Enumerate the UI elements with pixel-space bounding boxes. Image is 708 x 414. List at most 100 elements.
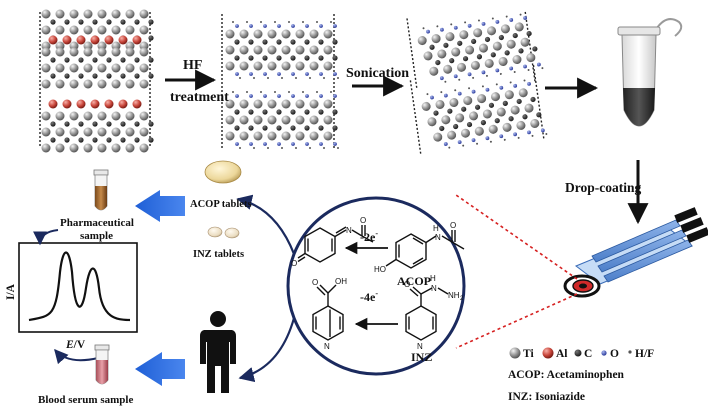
ti-atom bbox=[55, 111, 65, 121]
ti-atom bbox=[295, 61, 305, 71]
c-atom bbox=[64, 57, 70, 63]
contact-3 bbox=[686, 227, 708, 243]
c-atom bbox=[439, 125, 445, 132]
ti-atom bbox=[295, 115, 305, 125]
inz-h: H bbox=[430, 274, 436, 283]
hf-atom bbox=[267, 77, 269, 79]
ti-atom bbox=[97, 9, 107, 19]
hf-atom bbox=[295, 147, 297, 149]
ti-atom bbox=[69, 111, 79, 121]
o-atom bbox=[277, 142, 281, 146]
contact-2 bbox=[680, 217, 704, 233]
hf-atom bbox=[422, 27, 425, 30]
ti-atom bbox=[83, 127, 93, 137]
inz-o: O bbox=[404, 280, 410, 289]
ti-atom bbox=[465, 45, 475, 55]
o-atom bbox=[523, 64, 527, 69]
legend-hf: H/F bbox=[635, 348, 654, 360]
c-atom bbox=[262, 109, 268, 115]
o-atom bbox=[471, 138, 476, 143]
o-atom bbox=[481, 21, 486, 26]
c-atom bbox=[148, 57, 154, 63]
c-atom bbox=[435, 59, 441, 66]
acop-h: H bbox=[433, 224, 439, 233]
o-atom bbox=[536, 62, 541, 67]
ti-atom bbox=[125, 79, 135, 89]
o-atom bbox=[319, 94, 323, 98]
o-atom bbox=[527, 130, 531, 135]
c-atom bbox=[234, 125, 240, 131]
o-atom bbox=[453, 25, 458, 30]
c-atom bbox=[290, 39, 296, 45]
ti-atom bbox=[69, 127, 79, 137]
hf-atom bbox=[281, 147, 283, 149]
ti-atom bbox=[267, 29, 277, 39]
ti-atom bbox=[139, 9, 149, 19]
o-atom bbox=[333, 24, 337, 28]
inz-molecule bbox=[405, 286, 449, 341]
ti-atom bbox=[225, 131, 235, 141]
ti-atom bbox=[225, 29, 235, 39]
ti-atom bbox=[83, 9, 93, 19]
al-atom bbox=[48, 35, 58, 45]
o-atom bbox=[277, 94, 281, 98]
o-atom bbox=[495, 20, 500, 24]
ti-atom bbox=[433, 132, 443, 142]
hf-atom bbox=[337, 147, 339, 149]
hf-atom bbox=[495, 83, 498, 86]
c-atom bbox=[120, 73, 126, 79]
ti-atom bbox=[83, 111, 93, 121]
treatment-label: treatment bbox=[170, 90, 229, 105]
tablets-to-sample-arrow bbox=[135, 190, 185, 222]
o-atom bbox=[467, 23, 472, 28]
c-atom bbox=[148, 35, 154, 41]
al-atom bbox=[48, 99, 58, 109]
c-atom bbox=[248, 109, 254, 115]
ti-atom bbox=[417, 36, 427, 46]
c-atom bbox=[148, 121, 154, 127]
blood-serum-tube bbox=[94, 344, 110, 385]
counter-electrode bbox=[563, 274, 601, 298]
zoom-line-bottom bbox=[455, 293, 578, 349]
o-atom bbox=[305, 142, 309, 146]
c-atom bbox=[474, 104, 481, 110]
legend-al-icon bbox=[542, 347, 554, 359]
ti-atom bbox=[97, 63, 107, 73]
legend-al: Al bbox=[556, 348, 568, 360]
c-atom bbox=[120, 137, 126, 143]
c-atom bbox=[504, 50, 510, 56]
al-atom bbox=[118, 35, 128, 45]
ti-atom bbox=[125, 47, 135, 57]
acop-label: ACOP bbox=[397, 274, 431, 288]
hf-atom bbox=[545, 132, 548, 135]
hf-atom bbox=[499, 72, 502, 75]
serum-to-plot-arrow bbox=[54, 348, 99, 365]
hf-atom bbox=[491, 17, 494, 20]
ti-atom bbox=[447, 130, 457, 140]
hf-atom bbox=[253, 147, 255, 149]
ti-atom bbox=[83, 79, 93, 89]
hf-atom bbox=[253, 77, 255, 79]
isonicotinic-n: N bbox=[324, 342, 330, 351]
ti-atom bbox=[225, 99, 235, 109]
hf-atom bbox=[462, 144, 465, 147]
ti-atom bbox=[323, 29, 333, 39]
o-atom bbox=[513, 132, 518, 137]
ti-atom bbox=[524, 103, 534, 113]
o-atom bbox=[499, 134, 504, 139]
hf-atom bbox=[464, 21, 467, 24]
atom-legend: Ti Al C O H/F bbox=[509, 347, 654, 360]
o-atom bbox=[527, 81, 531, 86]
hf-atom bbox=[426, 93, 429, 96]
ti-atom bbox=[429, 66, 439, 76]
ti-atom bbox=[281, 45, 291, 55]
c-atom bbox=[530, 96, 536, 103]
c-atom bbox=[488, 102, 495, 108]
c-atom bbox=[106, 57, 112, 63]
ti-atom bbox=[253, 45, 263, 55]
ti-atom bbox=[41, 25, 51, 35]
ti-atom bbox=[139, 25, 149, 35]
o-atom bbox=[263, 142, 267, 146]
ti-atom bbox=[323, 131, 333, 141]
screen-printed-electrode bbox=[563, 207, 708, 298]
